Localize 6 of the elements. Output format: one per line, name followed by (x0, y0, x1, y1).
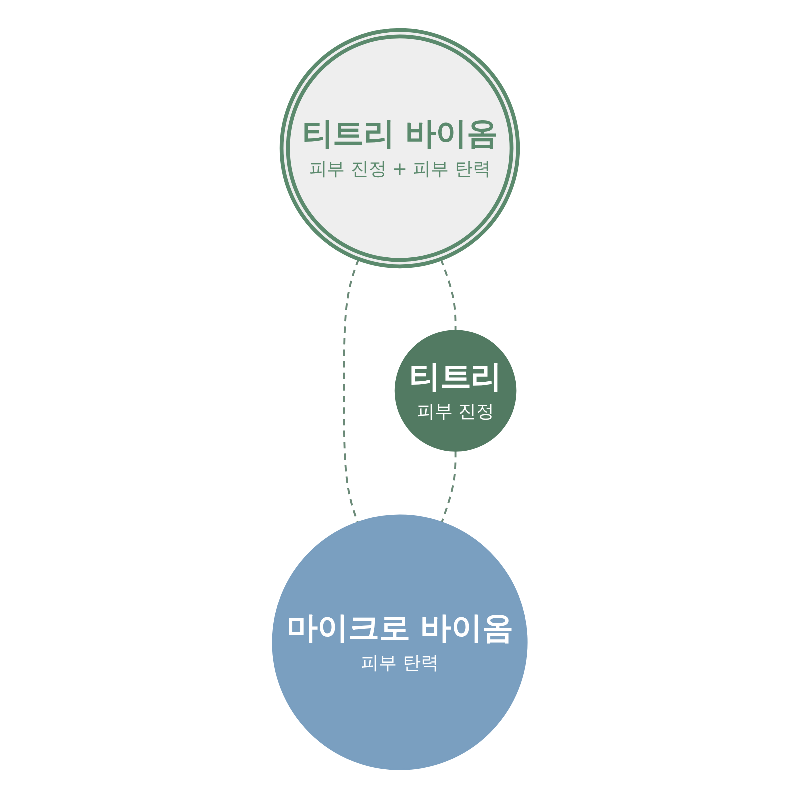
connector (343, 258, 360, 523)
connector (440, 258, 457, 331)
connector (441, 451, 457, 523)
node-circle: 티트리 바이옴 피부 진정 + 피부 탄력 (280, 28, 520, 269)
node-circle: 마이크로 바이옴 피부 탄력 (272, 514, 528, 770)
node-circle: 티트리 피부 진정 (394, 330, 517, 452)
